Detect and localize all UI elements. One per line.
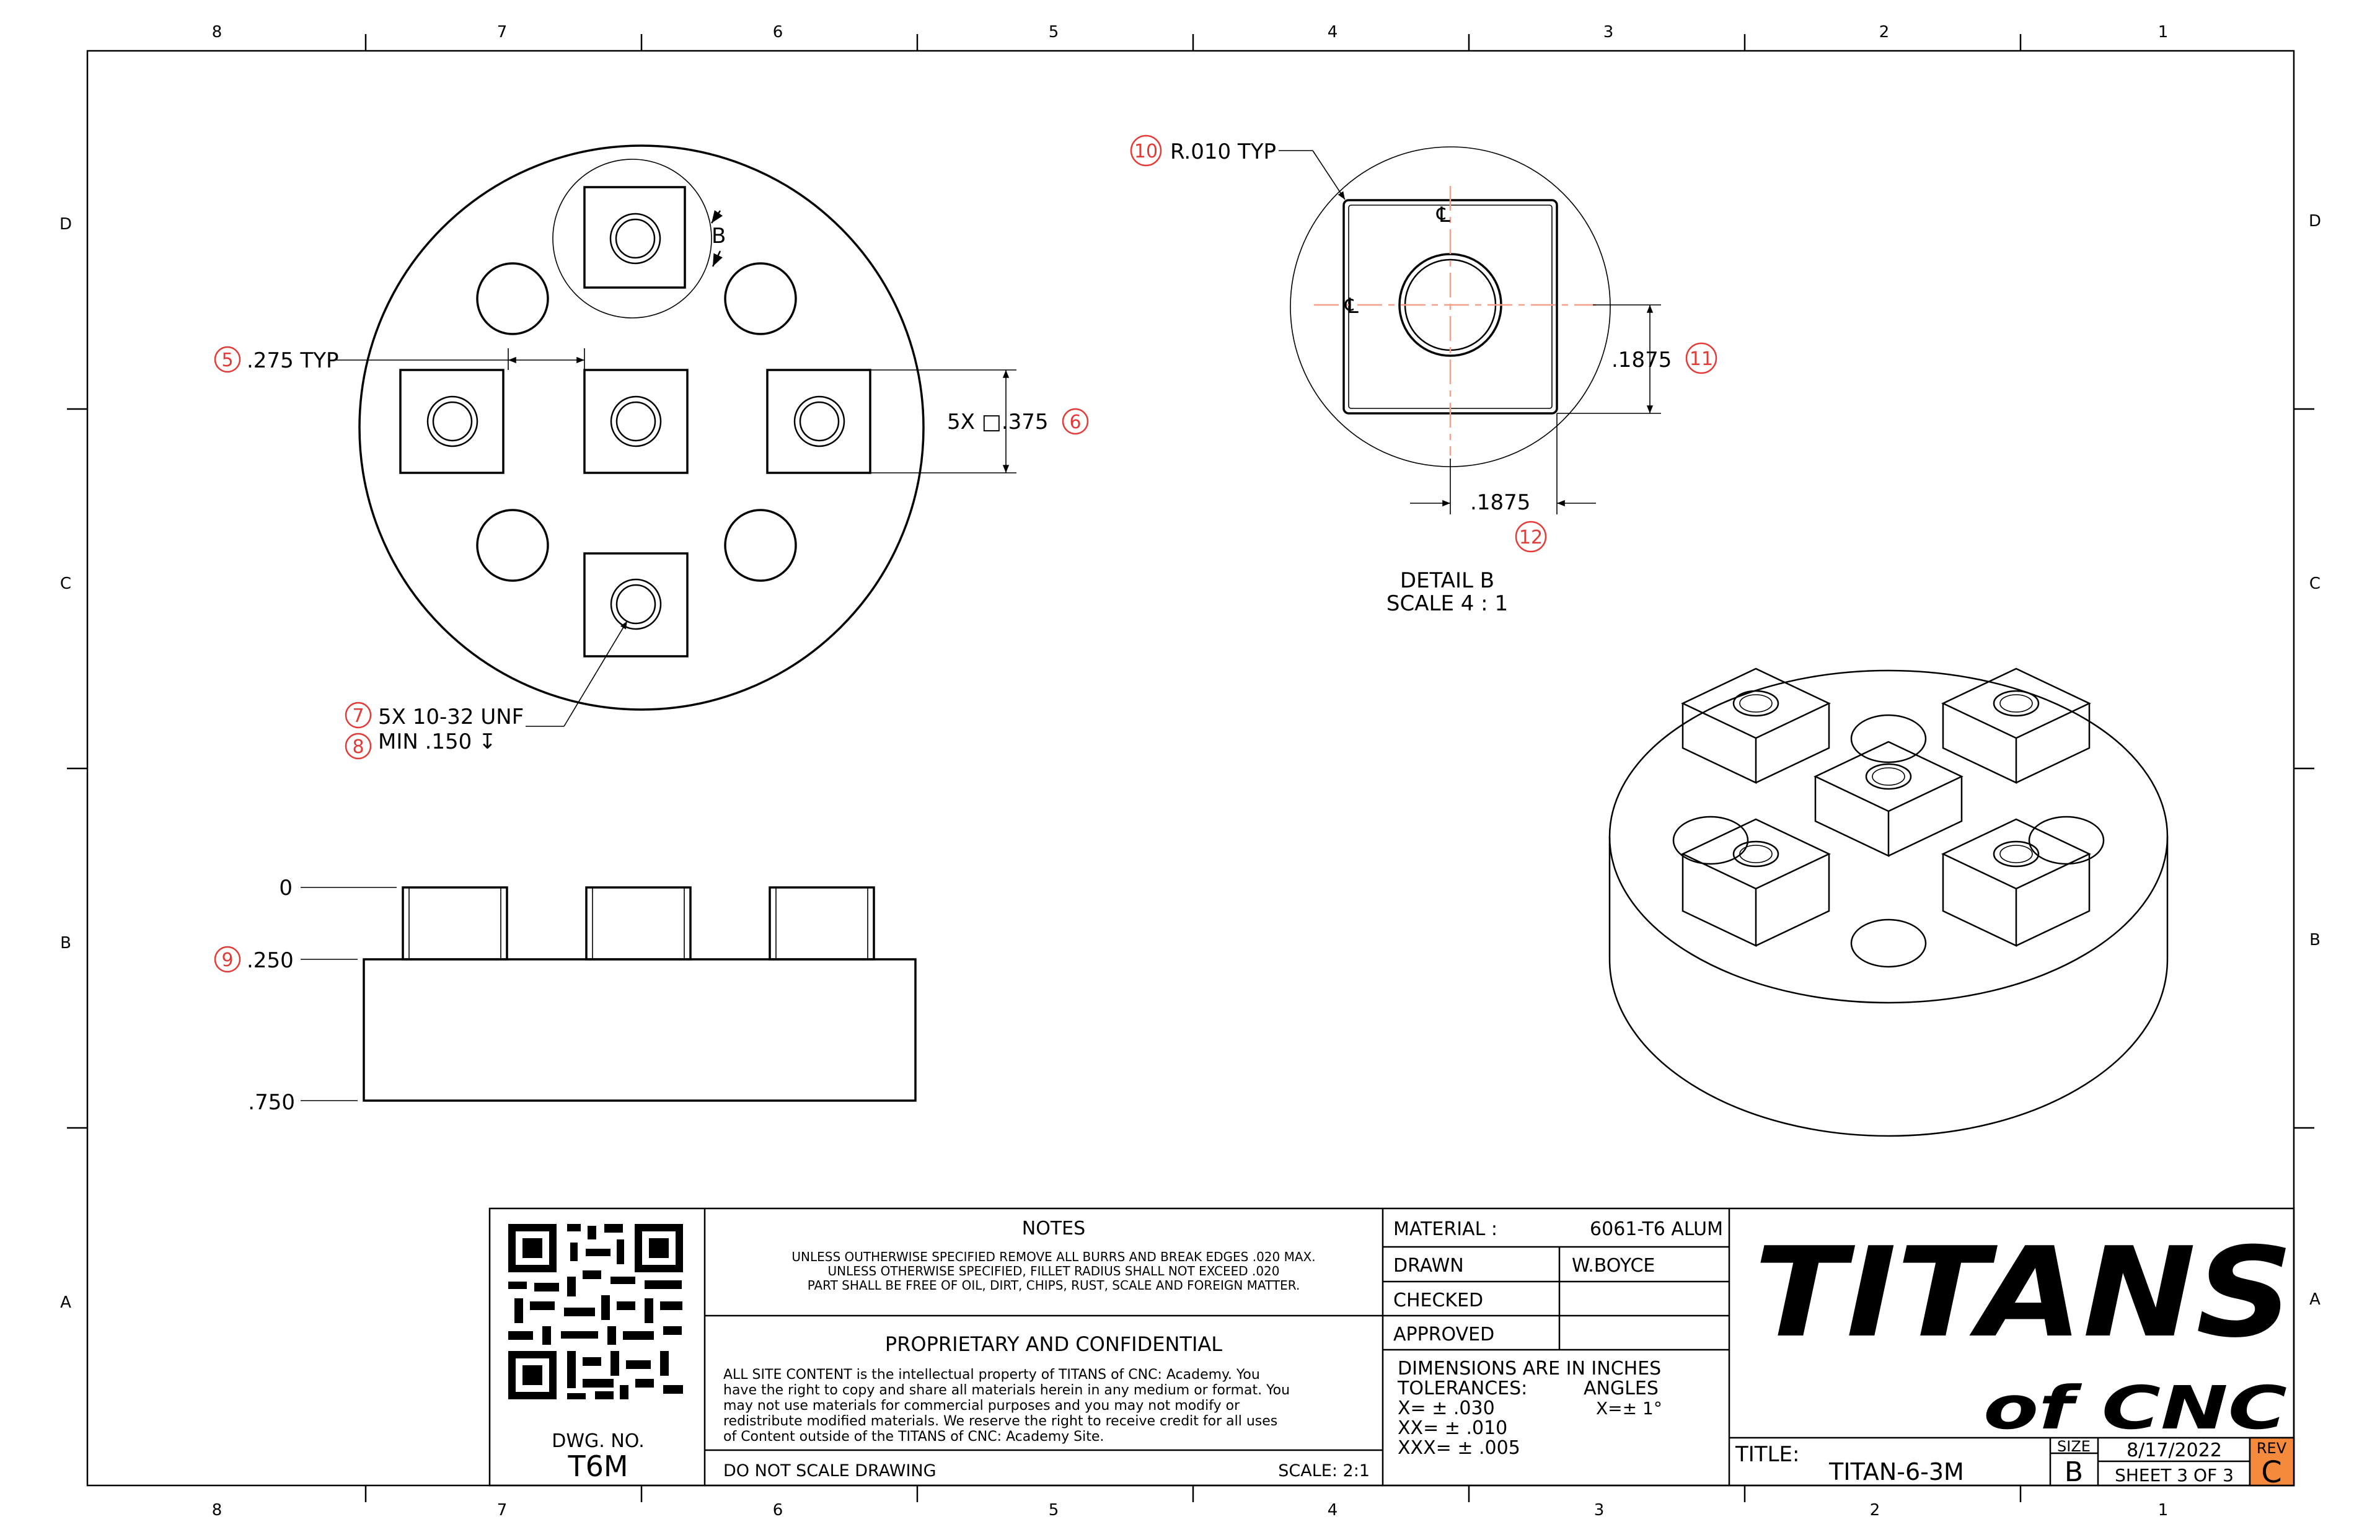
zone-row-c: C: [60, 574, 71, 593]
zone-col-3-bottom: 3: [1594, 1501, 1605, 1520]
zone-col-5: 5: [1049, 23, 1059, 42]
material-value: 6061-T6 ALUM: [1590, 1218, 1723, 1240]
sheet-number: SHEET 3 OF 3: [2115, 1465, 2234, 1485]
notes-title: NOTES: [1022, 1218, 1085, 1239]
dwg-no: T6M: [567, 1450, 628, 1483]
proprietary-line-3: may not use materials for commercial pur…: [723, 1398, 1240, 1414]
zone-col-4-bottom: 4: [1328, 1501, 1338, 1520]
title-block: DWG. NO. T6M NOTES UNLESS OUTHERWISE SPE…: [488, 1207, 2295, 1490]
zone-row-a-right: A: [2309, 1290, 2320, 1309]
qr-code: [508, 1224, 683, 1399]
callout-12-text: .1875: [1470, 490, 1530, 515]
notes-line-3: PART SHALL BE FREE OF OIL, DIRT, CHIPS, …: [808, 1278, 1300, 1293]
tolerance-angle: X=± 1°: [1596, 1398, 1662, 1419]
iso-block-bottom-right: [1941, 818, 2091, 947]
zone-col-6-bottom: 6: [773, 1501, 783, 1520]
proprietary-line-5: of Content outside of the TITANS of CNC:…: [723, 1429, 1104, 1445]
callout-10-number: 10: [1134, 141, 1158, 162]
angles-label: ANGLES: [1584, 1378, 1659, 1399]
drawing-title: TITAN-6-3M: [1828, 1458, 1964, 1485]
callout-9-text: .250: [247, 948, 294, 973]
centerline-symbol-h: ℄: [1344, 294, 1359, 319]
zone-row-c-right: C: [2309, 574, 2320, 593]
size-value: B: [2065, 1456, 2083, 1488]
iso-block-top-left: [1681, 667, 1831, 784]
callout-9-number: 9: [221, 949, 233, 971]
material-label: MATERIAL :: [1393, 1218, 1497, 1240]
callout-5-number: 5: [221, 350, 233, 371]
zone-row-d: D: [60, 215, 72, 234]
callout-7-number: 7: [352, 705, 364, 727]
drawing-scale: SCALE: 2:1: [1278, 1461, 1370, 1481]
zone-col-5-bottom: 5: [1049, 1501, 1059, 1520]
tolerances-label: TOLERANCES:: [1397, 1378, 1527, 1399]
zone-row-d-right: D: [2309, 212, 2321, 231]
zone-row-a: A: [60, 1293, 71, 1312]
do-not-scale: DO NOT SCALE DRAWING: [723, 1461, 937, 1481]
dimensions-note: DIMENSIONS ARE IN INCHES: [1398, 1358, 1661, 1379]
side-view: 0 9 .250 .750: [214, 876, 917, 1115]
detail-b-marker: B: [712, 224, 726, 249]
zone-row-b-right: B: [2309, 931, 2320, 949]
isometric-view: [1608, 667, 2169, 1137]
zone-col-2: 2: [1879, 23, 1890, 42]
zone-ticks: [67, 34, 2314, 1502]
zone-col-1: 1: [2158, 23, 2169, 42]
zone-col-4: 4: [1328, 23, 1338, 42]
tolerance-xx: XX= ± .010: [1398, 1417, 1507, 1439]
proprietary-line-4: redistribute modified materials. We rese…: [723, 1414, 1277, 1429]
approved-label: APPROVED: [1393, 1324, 1494, 1345]
callout-10-text: R.010 TYP: [1170, 139, 1276, 164]
titans-logo-main: TITANS: [1754, 1221, 2293, 1365]
zone-col-6: 6: [773, 23, 783, 42]
drawing-date: 8/17/2022: [2127, 1440, 2222, 1461]
zone-col-7-bottom: 7: [497, 1501, 508, 1520]
tolerance-x: X= ± .030: [1398, 1397, 1495, 1419]
tolerance-xxx: XXX= ± .005: [1398, 1437, 1520, 1459]
drawn-value: W.BOYCE: [1572, 1255, 1655, 1277]
zone-col-2-bottom: 2: [1870, 1501, 1880, 1520]
callout-5-text: .275 TYP: [247, 348, 339, 373]
detail-b-title: DETAIL B: [1400, 568, 1494, 593]
proprietary-line-2: have the right to copy and share all mat…: [723, 1383, 1290, 1398]
callout-8-text: MIN .150 ↧: [378, 729, 496, 754]
zone-col-8: 8: [212, 23, 223, 42]
checked-label: CHECKED: [1393, 1290, 1483, 1311]
zone-col-1-bottom: 1: [2158, 1501, 2169, 1520]
callout-8-number: 8: [352, 736, 364, 758]
proprietary-title: PROPRIETARY AND CONFIDENTIAL: [885, 1332, 1222, 1356]
top-view: B 5 .275 TYP 5X □.375 6 7 5X 10-32 UNF 8…: [214, 144, 1089, 760]
iso-block-center: [1814, 741, 1963, 857]
callout-11-text: .1875: [1611, 348, 1672, 372]
rev-label: REV: [2257, 1440, 2287, 1457]
titans-logo-sub: of CNC: [1983, 1373, 2287, 1443]
size-label: SIZE: [2057, 1438, 2091, 1455]
detail-b-view: ℄ ℄ 10 R.010 TYP .1875 11 .1875 12 DETAI…: [1130, 134, 1717, 616]
notes-line-2: UNLESS OTHERWISE SPECIFIED, FILLET RADIU…: [827, 1264, 1279, 1278]
callout-12-number: 12: [1519, 527, 1543, 548]
side-dim-750: .750: [248, 1090, 295, 1115]
title-label: TITLE:: [1735, 1442, 1799, 1467]
zone-row-b: B: [60, 934, 71, 953]
iso-block-bottom-left: [1681, 818, 1831, 947]
side-dim-zero: 0: [279, 876, 293, 900]
detail-b-circle: [552, 159, 712, 319]
centerline-symbol-v: ℄: [1436, 203, 1450, 227]
proprietary-line-1: ALL SITE CONTENT is the intellectual pro…: [723, 1367, 1260, 1383]
rev-value: C: [2261, 1455, 2282, 1490]
zone-col-8-bottom: 8: [212, 1501, 223, 1520]
rev-badge: [2249, 1437, 2295, 1487]
zone-col-7: 7: [497, 23, 508, 42]
dwg-no-label: DWG. NO.: [552, 1430, 644, 1452]
zone-col-3: 3: [1603, 23, 1614, 42]
notes-line-1: UNLESS OUTHERWISE SPECIFIED REMOVE ALL B…: [791, 1249, 1315, 1264]
drawn-label: DRAWN: [1393, 1255, 1464, 1277]
callout-6-text: 5X □.375: [947, 410, 1049, 434]
callout-11-number: 11: [1690, 348, 1713, 370]
detail-b-scale: SCALE 4 : 1: [1386, 591, 1508, 616]
callout-6-number: 6: [1069, 411, 1081, 433]
callout-7-text: 5X 10-32 UNF: [378, 705, 524, 729]
iso-block-top-right: [1941, 667, 2091, 784]
